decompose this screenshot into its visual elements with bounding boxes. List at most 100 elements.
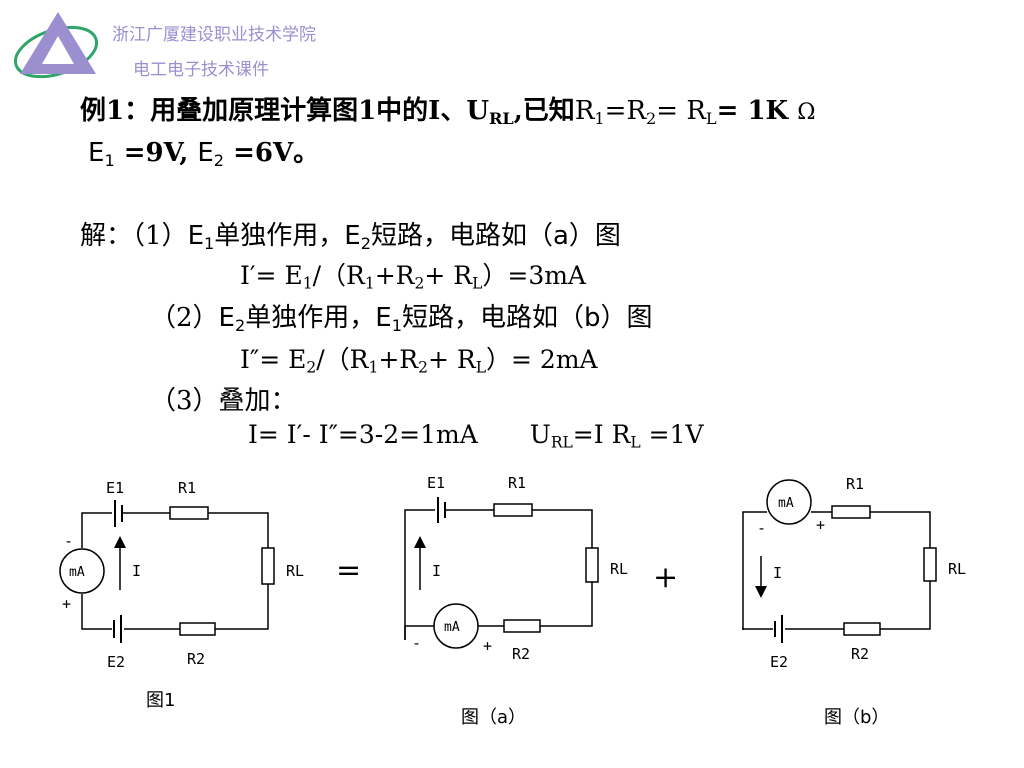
step2-e-sub: 2 — [234, 315, 246, 335]
figb-label-r1: R1 — [846, 475, 864, 493]
figa-label-e1: E1 — [427, 474, 445, 492]
problem-known: ,已知 — [513, 96, 575, 126]
eq2-r: ）= 2mA — [486, 345, 598, 374]
sub-2: 2 — [646, 108, 657, 128]
figa-label-plus: + — [483, 637, 492, 655]
caption-figb: 图（b） — [824, 707, 890, 728]
figa-label-r1: R1 — [508, 474, 526, 492]
figb-label-minus: - — [757, 519, 766, 537]
equation-1: I′= E1/（R1+R2+ RL）=3mA — [240, 256, 586, 292]
fig1-label-r1: R1 — [178, 479, 196, 497]
eq: = — [604, 96, 627, 126]
problem-line2: E1 =9V, E2 =6V。 — [88, 132, 319, 169]
eq2-i: I″= E — [240, 345, 307, 374]
step1-e2-sub: 2 — [360, 233, 371, 253]
fig1-resistor-r2 — [179, 622, 216, 636]
eq-rl: = R — [656, 96, 706, 126]
fig1-label-rl: RL — [286, 562, 304, 580]
figa-resistor-rl — [585, 547, 599, 583]
fig1-wire-top-left — [81, 512, 112, 548]
step2-text-b: 短路，电路如（ — [401, 303, 584, 333]
figb-wire-top-right — [870, 511, 931, 548]
step1-e: E — [187, 221, 204, 251]
step1-fig: a — [552, 221, 569, 251]
figb-resistor-rl — [923, 547, 937, 582]
solution-intro: 解： — [80, 221, 133, 251]
step1-text-a: 单独作用， — [214, 221, 345, 251]
ohm-symbol: Ω — [797, 100, 816, 125]
figure-a-circuit — [404, 497, 599, 649]
figb-resistor-r1 — [831, 505, 871, 519]
eq1-sl: L — [472, 274, 483, 293]
eq1-pl: + R — [424, 261, 473, 290]
r1-symbol: R — [574, 96, 595, 126]
eq1-r: ）=3mA — [482, 261, 586, 290]
figa-label-i: I — [432, 562, 441, 580]
eq3-b: =I R — [572, 420, 631, 449]
figa-resistor-r1 — [493, 503, 533, 517]
eq3-u: U — [529, 420, 551, 449]
eq2-pl: + R — [428, 345, 476, 374]
figb-resistor-r2 — [843, 622, 881, 636]
figure-b-circuit — [742, 479, 937, 643]
eq2-s2: 2 — [418, 358, 429, 377]
eq3-a: I= I′- I″=3-2=1mA — [248, 420, 478, 449]
problem-lead: 例1：用叠加原理计算图1中的I、U — [80, 96, 490, 126]
step2-e1: E — [375, 303, 392, 333]
step1-e-sub: 1 — [204, 233, 215, 253]
step2-num: （2） — [150, 303, 219, 333]
problem-line1: 例1：用叠加原理计算图1中的I、URL,已知R1=R2= RL= 1K Ω — [80, 90, 815, 127]
e2-sub: 2 — [213, 150, 225, 170]
fig1-label-r2: R2 — [187, 650, 205, 668]
step1-num: （1） — [132, 221, 188, 251]
equals-sign: = — [336, 553, 361, 588]
figa-label-ma: mA — [444, 620, 460, 635]
fig1-label-ma: mA — [69, 565, 85, 580]
eq3-c: =1V — [640, 420, 704, 449]
figb-ammeter — [766, 479, 812, 525]
plus-sign: + — [653, 560, 678, 595]
figa-wire-bottom-right — [540, 582, 593, 627]
figb-label-i: I — [773, 564, 782, 582]
step3-num: （3） — [150, 386, 219, 416]
solution-step3: （3）叠加： — [150, 380, 297, 417]
step1-text-b: 短路，电路如（ — [370, 221, 553, 251]
sub-rl: RL — [489, 108, 514, 128]
step2-e1-sub: 1 — [391, 315, 402, 335]
figb-label-ma: mA — [778, 496, 794, 511]
eq2-s: 2 — [306, 358, 317, 377]
eq1-i: I′= E — [240, 261, 303, 290]
header-school: 浙江广厦建设职业技术学院 — [112, 25, 316, 45]
figa-resistor-r2 — [503, 619, 541, 633]
eq1-d: /（R — [312, 261, 365, 290]
fig1-label-minus: - — [64, 532, 73, 550]
fig1-ammeter — [59, 548, 105, 594]
logo-triangle-inner — [42, 36, 74, 64]
eq-1k: = 1K — [716, 96, 789, 126]
equation-2: I″= E2/（R1+R2+ RL）= 2mA — [240, 340, 598, 376]
fig1-label-plus: + — [62, 595, 71, 613]
figa-label-r2: R2 — [512, 645, 530, 663]
figb-label-e2: E2 — [770, 653, 788, 671]
sub-l: L — [705, 108, 717, 128]
figa-wire-top-left — [404, 509, 435, 640]
eq2-s1: 1 — [368, 358, 379, 377]
solution-step1: 解：（1）E1单独作用，E2短路，电路如（a）图 — [80, 215, 621, 252]
figb-label-rl: RL — [948, 560, 966, 578]
solution-step2: （2）E2单独作用，E1短路，电路如（b）图 — [150, 297, 652, 334]
eq1-p: +R — [374, 261, 415, 290]
e1-value: =9V, — [114, 138, 198, 168]
eq1-s1: 1 — [364, 274, 375, 293]
sub-1: 1 — [594, 108, 605, 128]
fig1-resistor-rl — [261, 547, 275, 585]
step2-e: E — [218, 303, 235, 333]
step2-text-a: 单独作用， — [245, 303, 376, 333]
caption-figa: 图（a） — [461, 707, 527, 728]
eq3-srl: RL — [550, 433, 573, 452]
e1-symbol: E — [88, 138, 105, 168]
fig1-resistor-r1 — [169, 506, 209, 520]
caption-fig1: 图1 — [146, 690, 176, 711]
eq1-s2: 2 — [414, 274, 425, 293]
eq1-s: 1 — [302, 274, 313, 293]
